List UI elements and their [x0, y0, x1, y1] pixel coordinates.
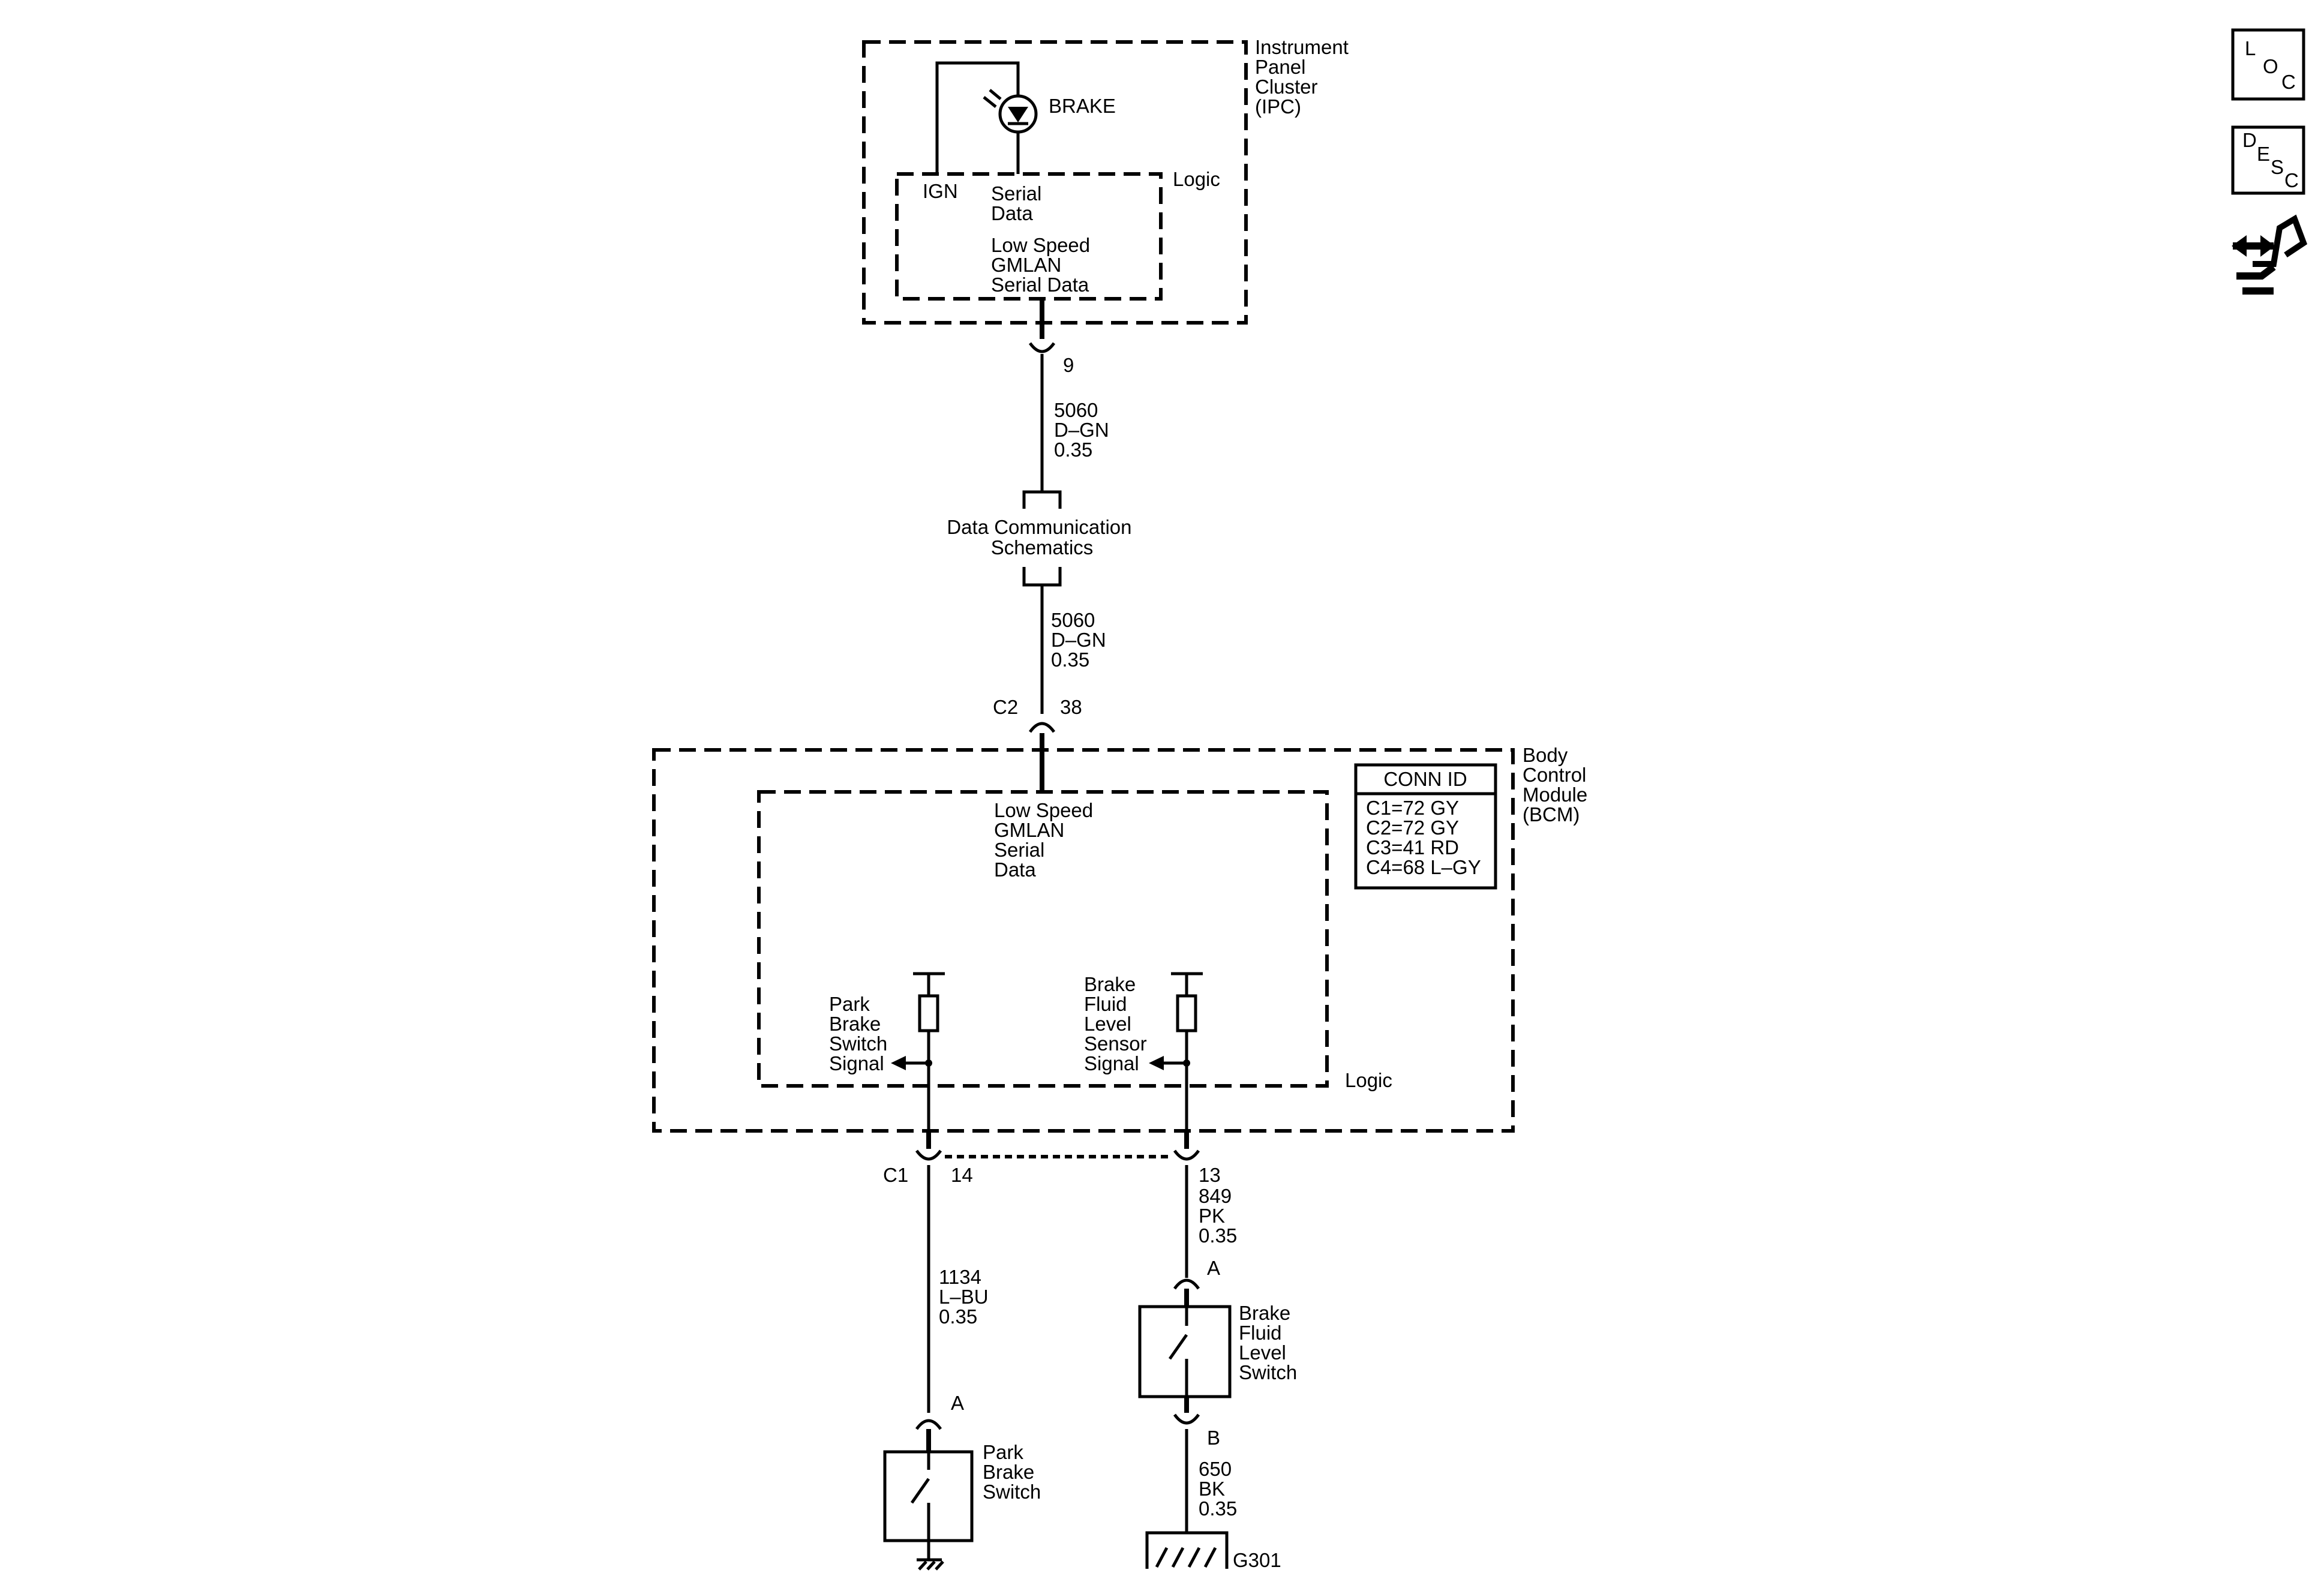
loc-c: C — [2281, 71, 2296, 93]
bcm-module: Body Control Module (BCM) CONN ID C1=72 … — [652, 744, 1593, 1140]
fluid-switch-connector-b-icon — [1173, 1413, 1200, 1425]
c2-pin-label: 38 — [1060, 696, 1082, 718]
desc-c: C — [2284, 169, 2299, 191]
pullup-resistor-icon — [918, 994, 939, 1032]
brake-fluid-signal-label: Brake Fluid Level Sensor Signal — [1084, 973, 1152, 1074]
bcm-gmlan-label: Low Speed GMLAN Serial Data — [994, 799, 1098, 881]
ipc-logic-outline — [895, 172, 1163, 301]
ground-hatch-icon — [1155, 1547, 1217, 1568]
lamp-diode-symbol — [1008, 107, 1028, 122]
park-switch-connector-icon — [915, 1419, 942, 1430]
c1-pin14-connector-icon — [915, 1149, 942, 1161]
ipc-name: Instrument Panel Cluster (IPC) — [1255, 36, 1354, 118]
park-brake-switch — [883, 1450, 974, 1542]
loc-o: O — [2263, 55, 2278, 77]
brake-fluid-input-circuit: Brake Fluid Level Sensor Signal — [1084, 972, 1203, 1140]
case-ground-icon — [917, 1558, 944, 1571]
fluid-switch-pin-b: B — [1207, 1427, 1220, 1449]
wiring-harness-icon[interactable] — [2232, 214, 2308, 295]
fluid-switch-pin-a: A — [1207, 1257, 1220, 1279]
ground-label: G301 — [1233, 1549, 1281, 1571]
switch-contact-icon — [1168, 1334, 1188, 1360]
signal-arrow-icon — [891, 1056, 906, 1070]
ipc-logic-label: Logic — [1173, 168, 1220, 190]
ign-label: IGN — [923, 180, 958, 202]
bcm-outline — [652, 748, 1515, 1133]
lamp-feed-wire — [935, 61, 1020, 174]
pullup-resistor-icon — [1176, 994, 1197, 1032]
loc-l: L — [2245, 37, 2256, 59]
bcm-logic-label: Logic — [1345, 1069, 1392, 1091]
desc-e: E — [2257, 143, 2270, 165]
conn-id-title: CONN ID — [1383, 768, 1467, 790]
loc-button[interactable]: L O C — [2231, 28, 2305, 101]
conn-id-rows: C1=72 GY C2=72 GY C3=41 RD C4=68 L–GY — [1366, 797, 1481, 878]
c1-pin13-connector-icon — [1173, 1149, 1200, 1161]
park-switch-pin-a: A — [951, 1392, 964, 1414]
data-comm-label: Data Communication Schematics — [947, 516, 1137, 559]
ipc-serial-data-label: Serial Data — [991, 182, 1047, 224]
switch-contact-icon — [910, 1478, 930, 1504]
c1-pin13-label: 13 — [1199, 1164, 1221, 1186]
wire-849-label: 849 PK 0.35 — [1199, 1185, 1237, 1247]
park-brake-signal-label: Park Brake Switch Signal — [829, 993, 893, 1074]
fluid-switch-connector-a-icon — [1173, 1278, 1200, 1290]
bcm-name: Body Control Module (BCM) — [1523, 744, 1593, 825]
desc-d: D — [2242, 129, 2257, 151]
park-brake-input-circuit: Park Brake Switch Signal — [829, 972, 945, 1140]
ipc-module: Instrument Panel Cluster (IPC) Logic BRA… — [862, 36, 1354, 376]
desc-s: S — [2271, 156, 2284, 178]
wire-650-label: 650 BK 0.35 — [1199, 1458, 1237, 1520]
light-rays-icon — [983, 89, 1002, 108]
conn-id-table: CONN ID C1=72 GY C2=72 GY C3=41 RD C4=68… — [1354, 763, 1497, 890]
data-communication-reference: Data Communication Schematics — [947, 490, 1137, 587]
park-brake-switch-label: Park Brake Switch — [983, 1441, 1041, 1503]
wire-5060-lower-label: 5060 D–GN 0.35 — [1051, 609, 1112, 671]
c2-connector-label: C2 — [993, 696, 1018, 718]
ipc-connector-icon — [1028, 342, 1056, 353]
desc-button[interactable]: D E S C — [2231, 125, 2305, 195]
signal-arrow-icon — [1149, 1056, 1164, 1070]
ipc-pin-label: 9 — [1063, 354, 1074, 376]
brake-lamp-label: BRAKE — [1049, 95, 1116, 117]
wire-1134-label: 1134 L–BU 0.35 — [939, 1266, 994, 1328]
wire-5060-upper-label: 5060 D–GN 0.35 — [1054, 399, 1115, 461]
ipc-gmlan-label: Low Speed GMLAN Serial Data — [991, 234, 1095, 296]
brake-fluid-level-switch — [1138, 1305, 1232, 1398]
bcm-logic-outline — [757, 790, 1329, 1088]
c1-connector-label: C1 — [883, 1164, 908, 1186]
brake-fluid-switch-label: Brake Fluid Level Switch — [1239, 1302, 1297, 1383]
c2-connector-icon — [1028, 722, 1056, 733]
c1-pin14-label: 14 — [951, 1164, 973, 1186]
ipc-outline — [862, 40, 1248, 325]
ground-g301 — [1145, 1531, 1229, 1569]
